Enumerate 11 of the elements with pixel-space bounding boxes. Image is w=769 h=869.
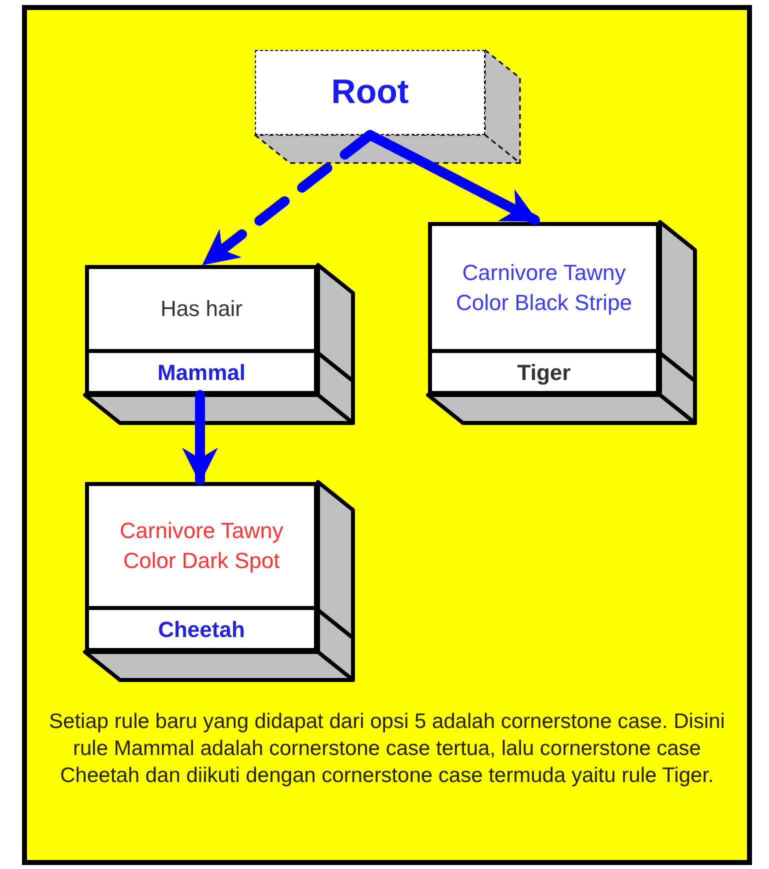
rule-conditions: Carnivore Tawny Color Black Stripe <box>454 258 634 317</box>
root-box <box>255 50 485 135</box>
rule-conditions: Carnivore Tawny Color Dark Spot <box>118 517 284 575</box>
conclusion-label: Cheetah <box>158 616 245 644</box>
root-label: Root <box>331 72 409 113</box>
arrow <box>182 390 218 485</box>
arrow <box>365 130 540 225</box>
conclusion-label: Tiger <box>517 358 571 387</box>
conclusion-label: Mammal <box>157 358 246 386</box>
caption: Setiap rule baru yang didapat dari opsi 5 adalah cornerstone case. Disini rule Mammal adalah cornerstone case tertua, lalu cornerstone case Cheetah dan diikuti dengan cornerstone case termuda yaitu rule Tiger. <box>48 709 726 789</box>
rule-conditions: Has hair <box>160 295 242 323</box>
